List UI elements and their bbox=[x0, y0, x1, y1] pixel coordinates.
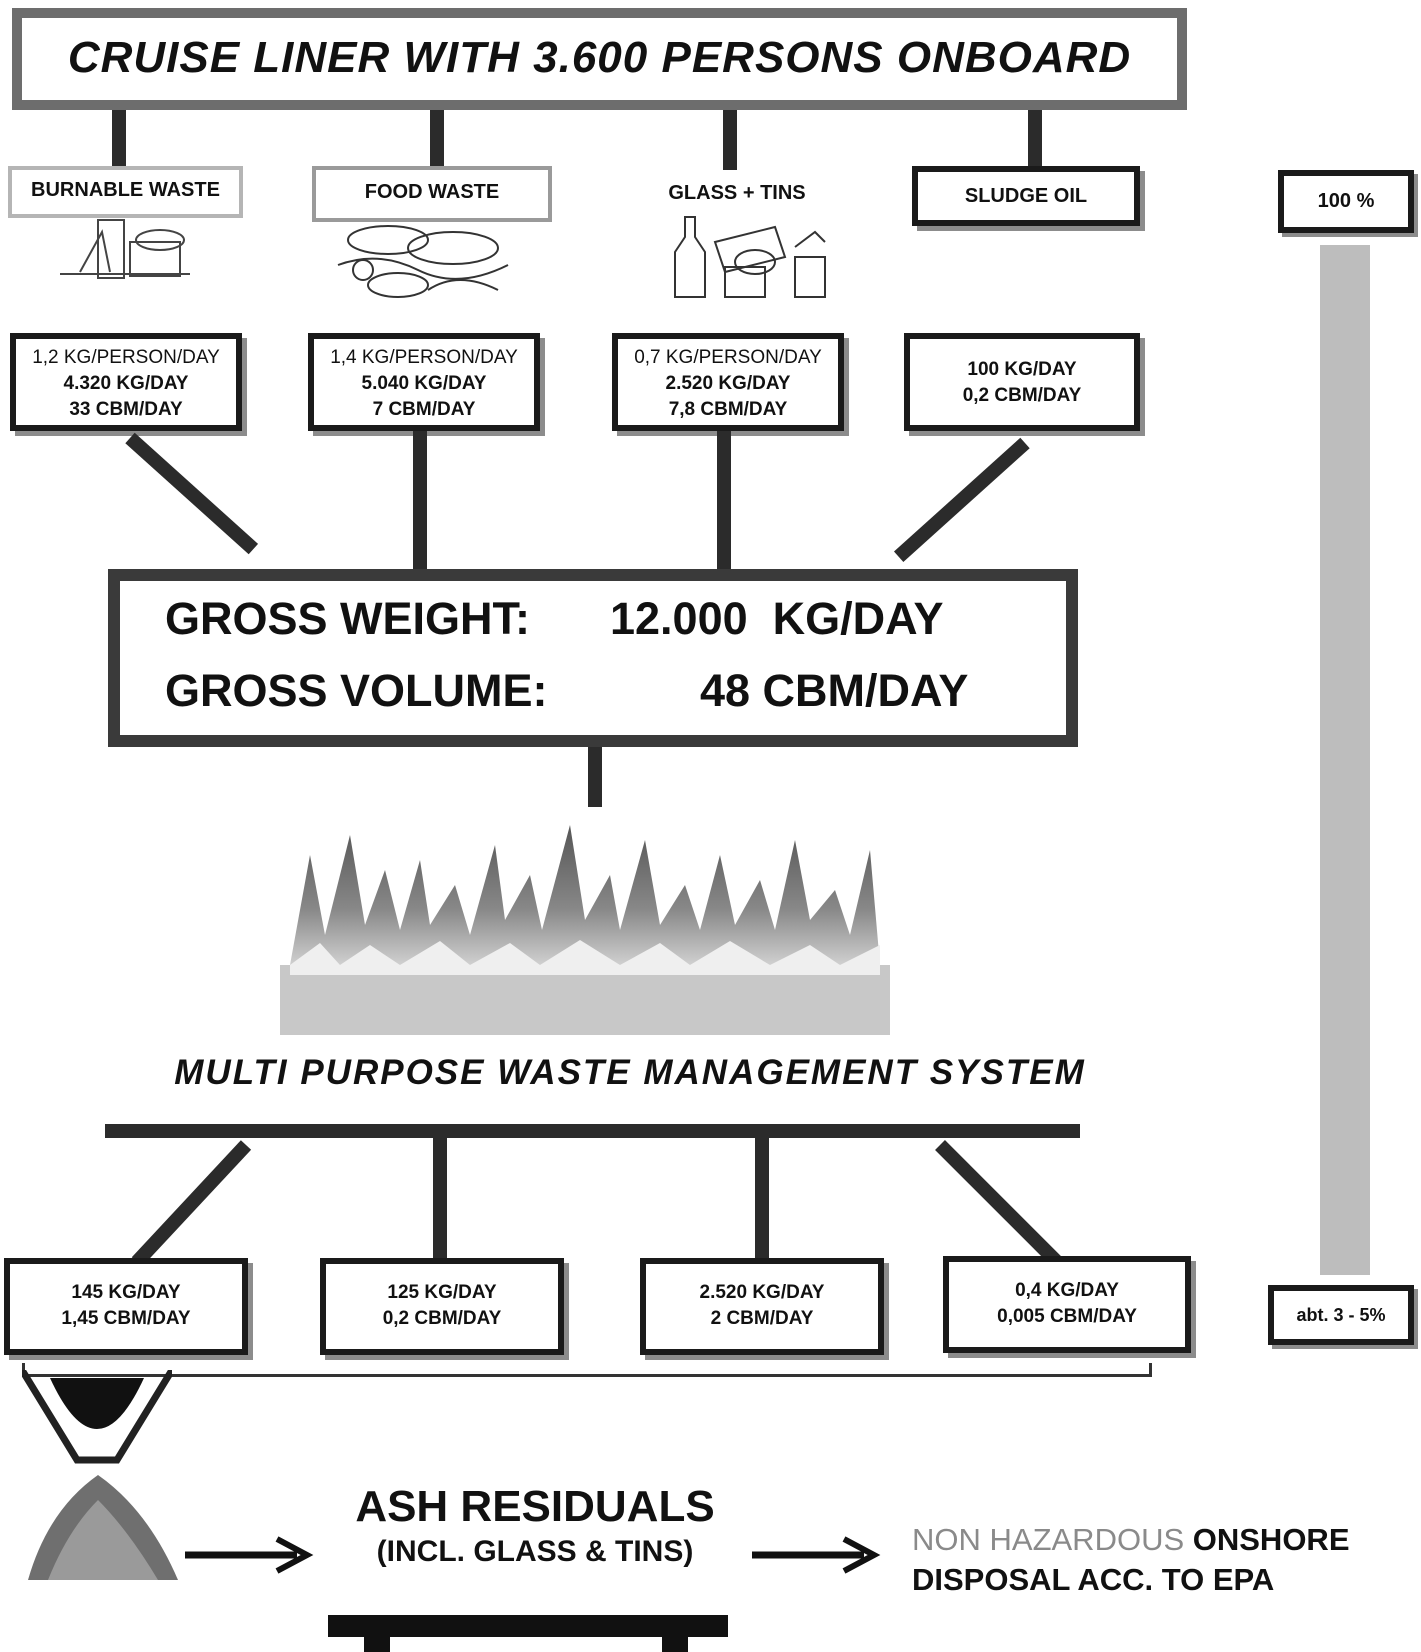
system-distribution-bar bbox=[105, 1124, 1080, 1138]
scale-bar bbox=[1320, 245, 1370, 1275]
category-label-sludge: SLUDGE OIL bbox=[912, 166, 1140, 226]
diagram-title: CRUISE LINER WITH 3.600 PERSONS ONBOARD bbox=[12, 8, 1187, 110]
category-label-food: FOOD WASTE bbox=[312, 166, 552, 222]
gross-weight-row: GROSS WEIGHT: bbox=[165, 593, 530, 645]
category-label-burnable: BURNABLE WASTE bbox=[8, 166, 243, 218]
ash-pile-icon bbox=[28, 1475, 178, 1580]
gross-volume-label: GROSS VOLUME: bbox=[165, 665, 548, 716]
gross-weight-value-wrap: 12.000 KG/DAY bbox=[610, 593, 944, 645]
connector-title-burnable bbox=[112, 110, 126, 170]
connector-food-gross bbox=[413, 431, 427, 571]
disposal-gray-text: NON HAZARDOUS bbox=[912, 1522, 1193, 1557]
glass-tins-illustration bbox=[674, 216, 826, 298]
disposal-line2: DISPOSAL ACC. TO EPA bbox=[912, 1562, 1275, 1597]
ash-residuals-title: ASH RESIDUALS bbox=[355, 1482, 715, 1531]
gross-volume-value-wrap: 48 CBM/DAY bbox=[700, 665, 968, 717]
connector-system-output-1 bbox=[131, 1140, 252, 1267]
connector-system-output-3 bbox=[755, 1138, 769, 1258]
gross-weight-value: 12.000 KG/DAY bbox=[610, 593, 944, 644]
title-text: CRUISE LINER WITH 3.600 PERSONS ONBOARD bbox=[67, 33, 1132, 82]
burnable-waste-illustration bbox=[60, 219, 190, 279]
output-box-1: 145 KG/DAY 1,45 CBM/DAY bbox=[4, 1258, 248, 1355]
connector-glass-gross bbox=[717, 431, 731, 571]
ash-residuals-label: ASH RESIDUALS (INCL. GLASS & TINS) bbox=[325, 1480, 745, 1570]
scale-top-label: 100 % bbox=[1278, 170, 1414, 233]
disposal-label: NON HAZARDOUS ONSHORE DISPOSAL ACC. TO E… bbox=[912, 1520, 1392, 1600]
connector-title-glass bbox=[723, 110, 737, 170]
container-leg-right bbox=[662, 1637, 688, 1652]
connector-system-output-4 bbox=[935, 1140, 1062, 1267]
ash-residuals-subtitle: (INCL. GLASS & TINS) bbox=[376, 1535, 694, 1568]
arrow-right-icon bbox=[185, 1536, 314, 1574]
connector-gross-system bbox=[588, 747, 602, 807]
connector-burnable-gross bbox=[125, 432, 259, 555]
gross-weight-label: GROSS WEIGHT: bbox=[165, 593, 531, 644]
output-box-4: 0,4 KG/DAY 0,005 CBM/DAY bbox=[943, 1256, 1191, 1353]
output-box-3: 2.520 KG/DAY 2 CBM/DAY bbox=[640, 1258, 884, 1355]
food-waste-illustration bbox=[337, 225, 509, 298]
connector-title-sludge bbox=[1028, 110, 1042, 170]
disposal-bold-text: ONSHORE bbox=[1192, 1522, 1350, 1557]
connector-system-output-2 bbox=[433, 1138, 447, 1258]
container-leg-left bbox=[364, 1637, 390, 1652]
outputs-collect-bracket bbox=[22, 1363, 1152, 1377]
system-label: MULTI PURPOSE WASTE MANAGEMENT SYSTEM bbox=[174, 1053, 1086, 1092]
scale-bottom-label: abt. 3 - 5% bbox=[1268, 1285, 1414, 1345]
container-top bbox=[328, 1615, 728, 1637]
gross-volume-row: GROSS VOLUME: bbox=[165, 665, 548, 717]
connector-sludge-gross bbox=[893, 437, 1030, 562]
connector-title-food bbox=[430, 110, 444, 170]
flame-icon bbox=[280, 825, 890, 1035]
output-box-2: 125 KG/DAY 0,2 CBM/DAY bbox=[320, 1258, 564, 1355]
category-label-glass: GLASS + TINS bbox=[622, 170, 852, 216]
stat-box-sludge: 100 KG/DAY 0,2 CBM/DAY bbox=[904, 333, 1140, 431]
funnel-icon bbox=[22, 1370, 172, 1464]
gross-totals-box: GROSS WEIGHT: 12.000 KG/DAY GROSS VOLUME… bbox=[108, 569, 1078, 747]
arrow-right-icon bbox=[752, 1536, 881, 1574]
stat-box-glass: 0,7 KG/PERSON/DAY 2.520 KG/DAY 7,8 CBM/D… bbox=[612, 333, 844, 431]
stat-box-burnable: 1,2 KG/PERSON/DAY 4.320 KG/DAY 33 CBM/DA… bbox=[10, 333, 242, 431]
stat-box-food: 1,4 KG/PERSON/DAY 5.040 KG/DAY 7 CBM/DAY bbox=[308, 333, 540, 431]
gross-volume-value: 48 CBM/DAY bbox=[700, 665, 969, 716]
